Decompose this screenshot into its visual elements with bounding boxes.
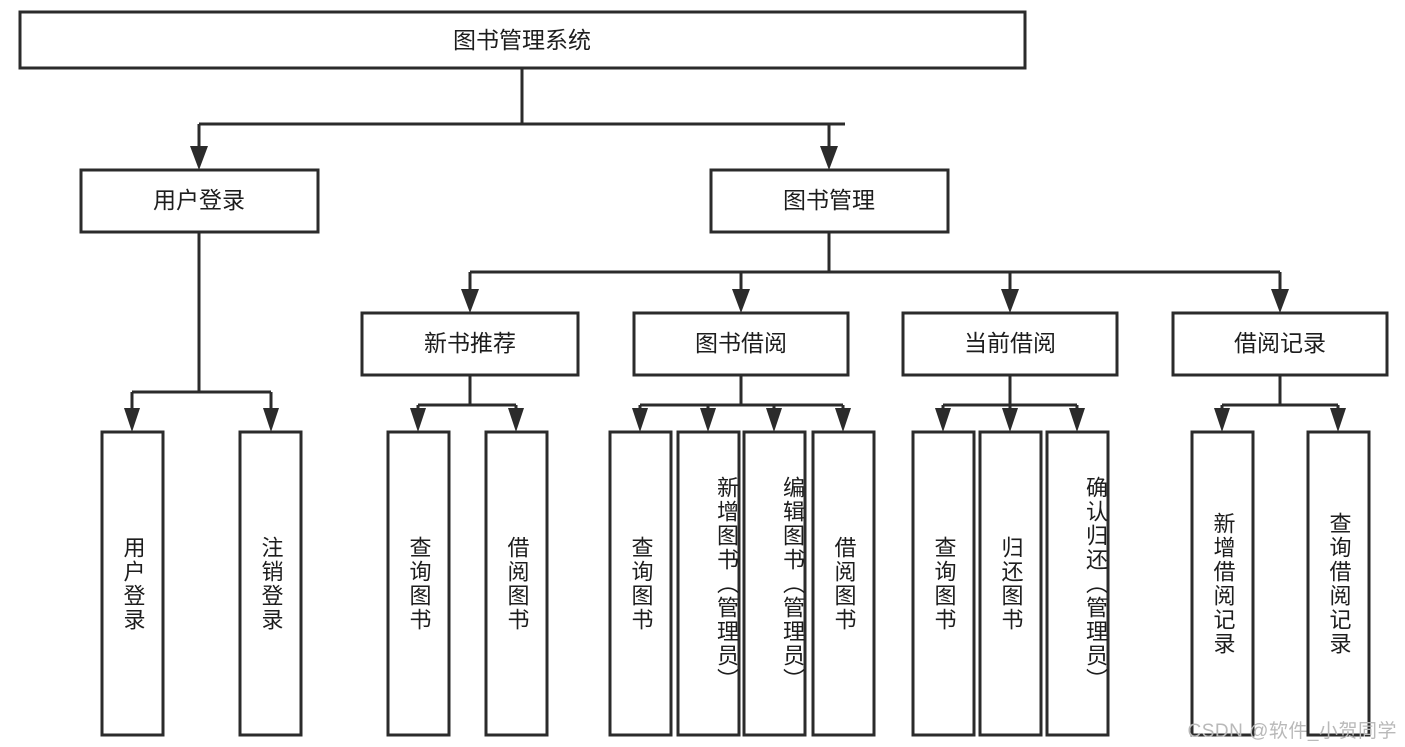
node-leaf-return-book-box[interactable] [978, 430, 1043, 737]
node-leaf-query-book-2-box[interactable] [608, 430, 673, 737]
node-leaf-edit-book-box[interactable] [742, 430, 807, 737]
node-book-management-box[interactable] [709, 168, 950, 234]
node-borrow-record-box[interactable] [1171, 311, 1389, 377]
connector-group-new-book-recommend [410, 375, 524, 432]
connector-group-current-borrow [935, 375, 1085, 432]
arrow-head-leaf-edit-book [766, 408, 782, 432]
arrow-head-leaf-confirm-return [1069, 408, 1085, 432]
watermark-text: CSDN @软件_小贺同学 [1187, 721, 1397, 742]
node-leaf-confirm-return-box[interactable] [1045, 430, 1110, 737]
arrow-head-leaf-query-record [1330, 408, 1346, 432]
node-current-borrow-label: 当前借阅 [964, 330, 1056, 356]
leaf-boxes [100, 430, 1371, 737]
arrow-head-leaf-query-book-1 [410, 408, 426, 432]
node-borrow-record[interactable]: 借阅记录 [1171, 311, 1389, 377]
arrow-head-current-borrow [1001, 289, 1019, 313]
arrow-head-leaf-user-login [124, 408, 140, 432]
node-leaf-add-record-box[interactable] [1190, 430, 1255, 737]
node-leaf-query-record-box[interactable] [1306, 430, 1371, 737]
node-leaf-add-book-box[interactable] [676, 430, 741, 737]
arrow-head-book-management [820, 146, 838, 170]
node-root-label: 图书管理系统 [453, 27, 591, 53]
arrow-head-leaf-query-book-3 [935, 408, 951, 432]
arrow-head-leaf-logout-login [263, 408, 279, 432]
node-book-borrow[interactable]: 图书借阅 [632, 311, 850, 377]
node-user-login-label: 用户登录 [153, 187, 245, 213]
connector-group-book-management [461, 232, 1289, 313]
node-new-book-recommend-box[interactable] [360, 311, 580, 377]
node-leaf-borrow-book-1-box[interactable] [484, 430, 549, 737]
arrow-head-user-login [190, 146, 208, 170]
node-book-management[interactable]: 图书管理 [709, 168, 950, 234]
arrow-head-leaf-add-record [1214, 408, 1230, 432]
arrow-head-leaf-return-book [1002, 408, 1018, 432]
connector-group-book-borrow [632, 375, 851, 432]
node-book-borrow-box[interactable] [632, 311, 850, 377]
arrow-head-leaf-add-book [700, 408, 716, 432]
node-root[interactable]: 图书管理系统 [18, 10, 1027, 70]
node-current-borrow-box[interactable] [901, 311, 1119, 377]
node-book-borrow-label: 图书借阅 [695, 330, 787, 356]
node-borrow-record-label: 借阅记录 [1234, 330, 1326, 356]
connector-group-borrow-record [1214, 375, 1346, 432]
node-leaf-borrow-book-2-box[interactable] [811, 430, 876, 737]
arrow-head-new-book-recommend [461, 289, 479, 313]
node-leaf-query-book-3-box[interactable] [911, 430, 976, 737]
node-current-borrow[interactable]: 当前借阅 [901, 311, 1119, 377]
node-leaf-logout-login-box[interactable] [238, 430, 303, 737]
arrow-head-leaf-query-book-2 [632, 408, 648, 432]
node-new-book-recommend[interactable]: 新书推荐 [360, 311, 580, 377]
node-leaf-user-login-box[interactable] [100, 430, 165, 737]
node-new-book-recommend-label: 新书推荐 [424, 330, 516, 356]
node-book-management-label: 图书管理 [783, 187, 875, 213]
node-user-login-box[interactable] [79, 168, 320, 234]
connector-group-user-login [124, 232, 279, 432]
arrow-head-leaf-borrow-book-2 [835, 408, 851, 432]
arrow-head-leaf-borrow-book-1 [508, 408, 524, 432]
node-root-box[interactable] [18, 10, 1027, 70]
connector-group-root [190, 68, 845, 170]
arrow-head-borrow-record [1271, 289, 1289, 313]
node-user-login[interactable]: 用户登录 [79, 168, 320, 234]
arrow-head-book-borrow [732, 289, 750, 313]
node-leaf-query-book-1-box[interactable] [386, 430, 451, 737]
